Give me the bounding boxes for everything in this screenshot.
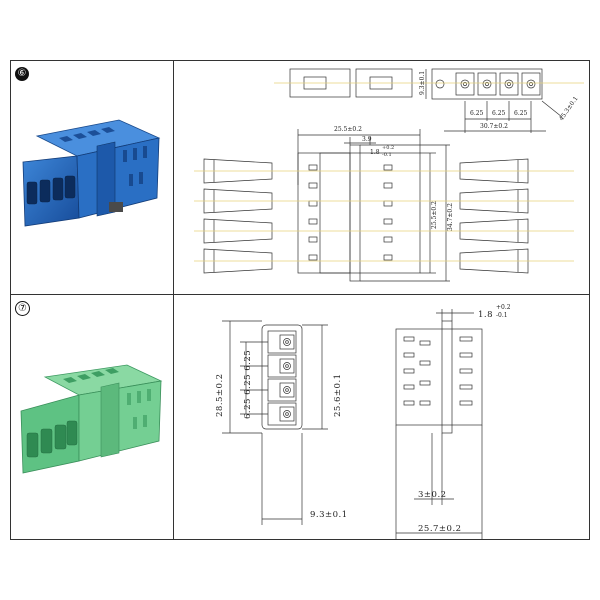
dim-flange-tol-plus-7: +0.2 bbox=[496, 304, 511, 311]
column-divider bbox=[173, 61, 174, 539]
dim-length: 25.5±0.2 bbox=[334, 126, 362, 133]
drawing-sheet: ⑥ ⑦ bbox=[10, 60, 590, 540]
dim-pitches: 6.25 6.25 6.25 bbox=[243, 350, 253, 419]
dim-pitch-3: 6.25 bbox=[514, 110, 528, 117]
dim-flange-tol-plus: +0.2 bbox=[382, 145, 394, 151]
drawing-6: 9.3±0.1 6.25 6.25 6.25 30.7±0.2 45.3±0.1… bbox=[194, 68, 584, 282]
green-adapter-photo bbox=[20, 364, 163, 474]
dim-flange-width: 3.9 bbox=[362, 136, 372, 143]
dim-height-top: 9.3±0.1 bbox=[419, 71, 426, 95]
blue-adapter-photo bbox=[22, 119, 161, 227]
dim-overall-height: 28.5±0.2 bbox=[215, 373, 225, 417]
side-view-body bbox=[395, 328, 483, 426]
dim-flange-tol-minus: -0.1 bbox=[382, 152, 392, 158]
section-number-7: ⑦ bbox=[15, 301, 30, 316]
dim-width: 9.3±0.1 bbox=[310, 510, 348, 520]
dim-length-7: 25.7±0.2 bbox=[418, 524, 462, 534]
dim-body-height: 25.6±0.1 bbox=[333, 373, 343, 417]
side-view-body bbox=[297, 152, 421, 274]
dim-pitch-2: 6.25 bbox=[492, 110, 506, 117]
dim-width-top: 30.7±0.2 bbox=[480, 123, 508, 130]
dim-angle: 45.3±0.1 bbox=[558, 95, 580, 122]
right-plugs bbox=[459, 158, 529, 274]
dim-pitch-1: 6.25 bbox=[470, 110, 484, 117]
left-plugs bbox=[203, 158, 273, 274]
section-number-6: ⑥ bbox=[15, 67, 29, 81]
dim-flange-thickness: 1.8 bbox=[370, 149, 380, 156]
dim-inner-height: 25.5±0.2 bbox=[431, 201, 438, 229]
dim-flange-tol-minus-7: -0.1 bbox=[496, 312, 508, 319]
drawing-7: 28.5±0.2 6.25 6.25 6.25 25.6±0.1 9.3±0.1… bbox=[215, 304, 511, 539]
dim-flange-thickness-7: 1.8 bbox=[478, 310, 493, 320]
dim-outer-height: 34.7±0.2 bbox=[447, 203, 454, 231]
dim-flange-offset: 3±0.2 bbox=[418, 490, 447, 500]
front-view-body bbox=[261, 324, 303, 430]
front-view-ports bbox=[431, 68, 543, 100]
row-divider bbox=[11, 294, 589, 295]
